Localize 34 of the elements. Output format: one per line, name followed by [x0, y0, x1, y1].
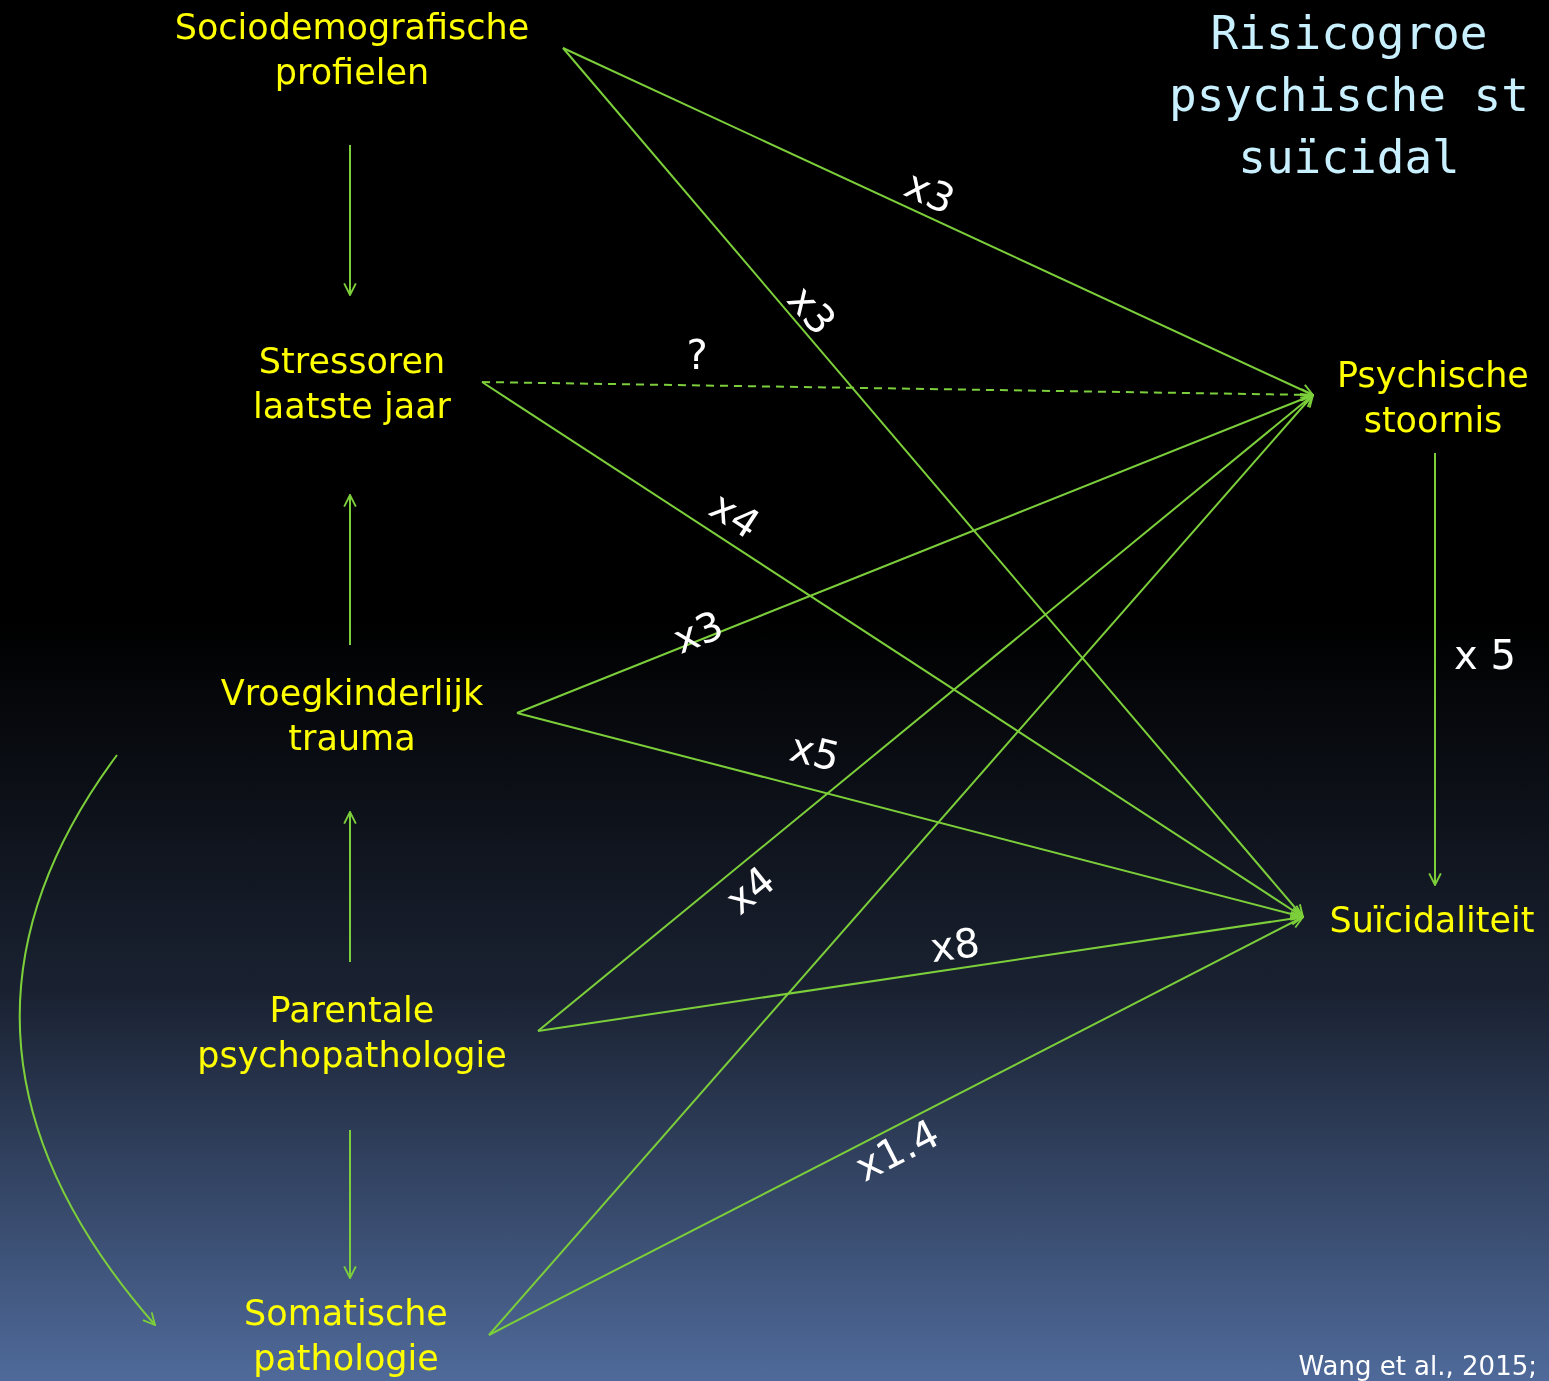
arrow	[537, 912, 1304, 1032]
arrow	[19, 754, 156, 1326]
arrow	[343, 811, 357, 963]
arrow	[1428, 452, 1442, 886]
node-label: Stressoren laatste jaar	[253, 340, 451, 428]
edge-label: x 5	[1454, 635, 1516, 675]
arrow	[488, 916, 1304, 1336]
edge-label: x3	[780, 278, 844, 342]
edge-label: x3	[899, 163, 961, 221]
node-label: Vroegkinderlijk trauma	[220, 672, 484, 760]
arrow	[516, 393, 1314, 714]
arrow	[481, 381, 1304, 918]
edge-label: x8	[927, 921, 983, 969]
arrow	[343, 1129, 357, 1279]
edge-label: x4	[718, 859, 782, 921]
arrow	[488, 394, 1314, 1336]
citation: Wang et al., 2015;	[1298, 1353, 1537, 1379]
node-label: Suïcidaliteit	[1329, 898, 1535, 942]
arrow	[562, 47, 1314, 397]
node-label: Parentale psychopathologie	[197, 989, 507, 1077]
edge-label: x3	[667, 604, 729, 660]
title: Risicogroe psychische st suïcidal	[1168, 5, 1530, 186]
edge-label: ?	[686, 335, 708, 375]
edge-label: x1.4	[849, 1112, 945, 1188]
node-label: Psychische stoornis	[1337, 354, 1529, 442]
arrow	[537, 394, 1314, 1032]
arrow	[516, 712, 1304, 921]
node-label: Somatische pathologie	[244, 1292, 448, 1380]
edge-label: x5	[786, 726, 844, 778]
arrow	[343, 494, 357, 646]
arrow	[562, 47, 1304, 918]
edge-label: x4	[703, 484, 767, 546]
arrow	[343, 144, 357, 296]
node-label: Sociodemografische profielen	[174, 6, 530, 94]
